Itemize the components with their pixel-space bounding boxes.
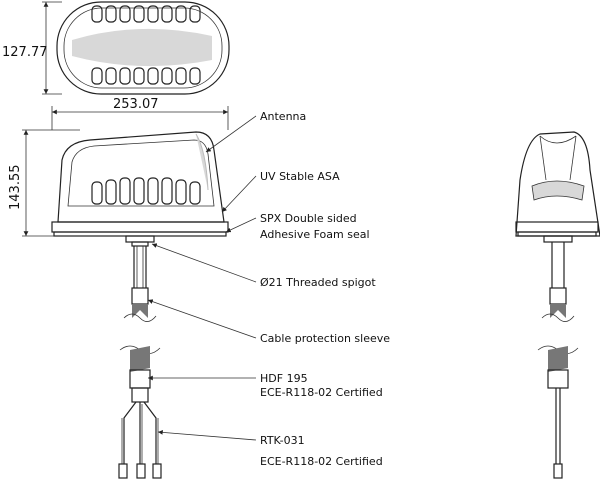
antenna-housing [57, 131, 225, 223]
label-rtk-line1: RTK-031 [260, 434, 305, 447]
side-housing [515, 131, 600, 237]
label-uv-asa: UV Stable ASA [260, 170, 340, 183]
label-spx-line1: SPX Double sided [260, 212, 357, 225]
cable-sleeve-upper [131, 287, 149, 305]
top-view: 127.77 [2, 1, 230, 95]
callout-labels: Antenna UV Stable ASA SPX Double sided A… [260, 110, 390, 468]
label-spigot: Ø21 Threaded spigot [260, 276, 376, 289]
label-sleeve: Cable protection sleeve [260, 332, 390, 345]
cable-sleeve-lower [129, 369, 151, 389]
label-hdf-line2: ECE-R118-02 Certified [260, 386, 383, 399]
label-antenna: Antenna [260, 110, 306, 123]
top-view-vents-upper [91, 5, 201, 23]
front-view-vents [91, 177, 201, 205]
foam-seal [53, 231, 227, 237]
front-view: 253.07 143.55 [8, 97, 229, 479]
side-view [515, 131, 600, 479]
rtk-connectors [118, 463, 162, 479]
label-hdf-line1: HDF 195 [260, 372, 308, 385]
base-plate [51, 221, 229, 233]
dim-height: 143.55 [8, 165, 23, 211]
dim-width: 253.07 [113, 97, 159, 112]
dim-top-depth: 127.77 [2, 45, 48, 60]
top-view-vents-lower [91, 67, 201, 85]
label-spx-line2: Adhesive Foam seal [260, 228, 370, 241]
leader-lines [147, 115, 257, 441]
label-rtk-line2: ECE-R118-02 Certified [260, 455, 383, 468]
threaded-spigot [125, 235, 155, 243]
